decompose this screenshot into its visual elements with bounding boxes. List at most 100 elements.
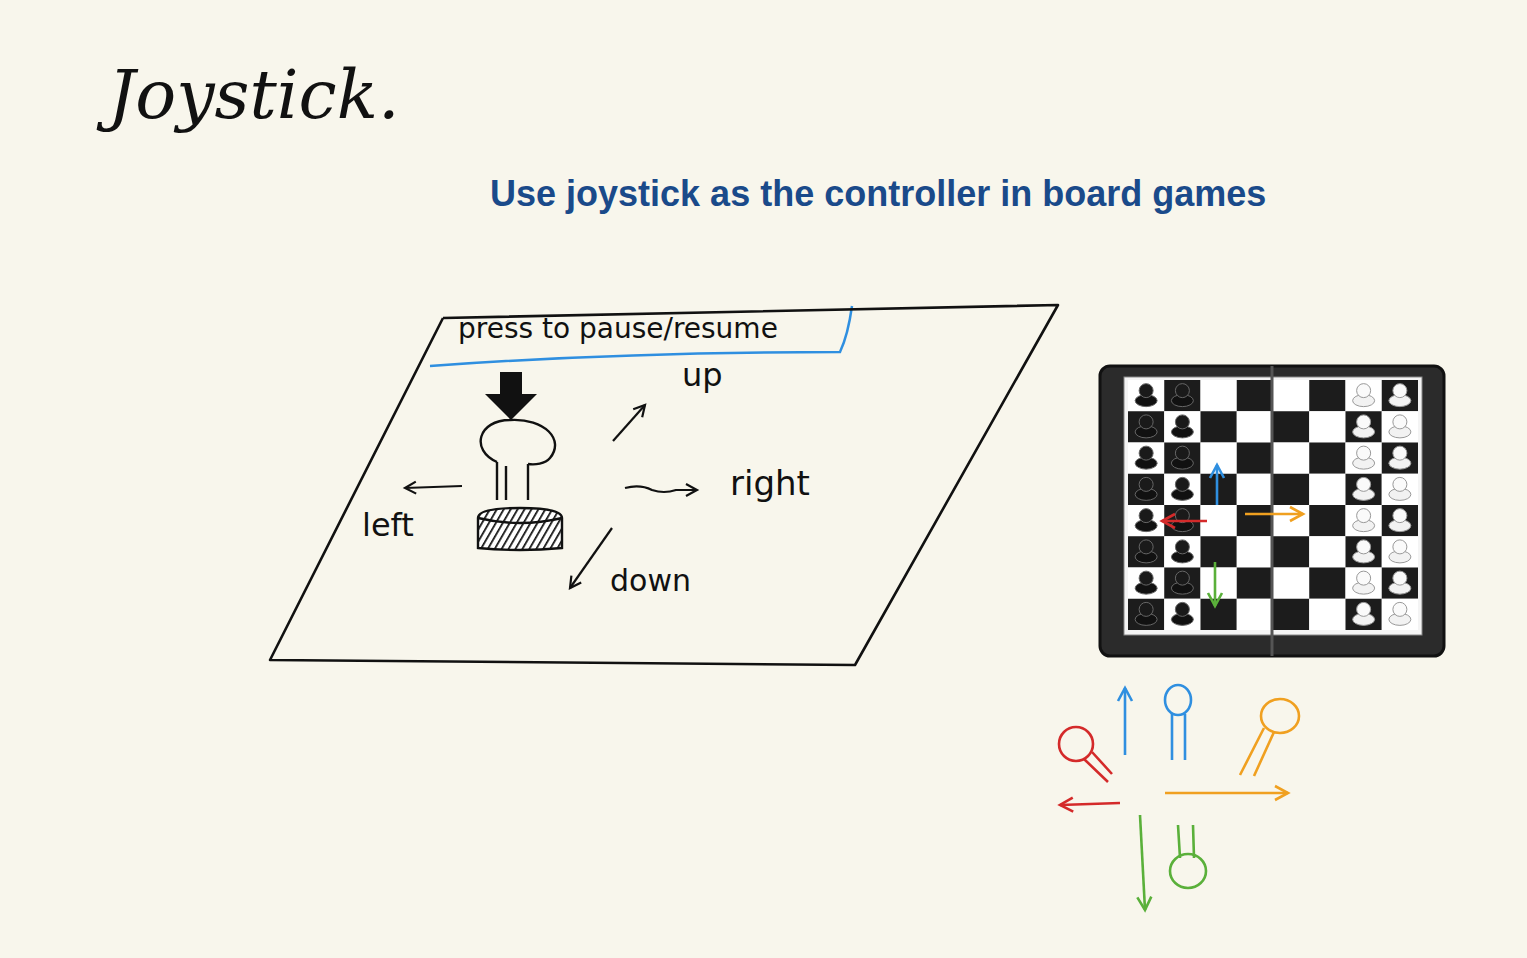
board-square [1201, 380, 1237, 411]
board-square [1273, 568, 1309, 599]
chess-piece [1353, 602, 1375, 625]
board-square [1382, 599, 1418, 630]
board-square [1273, 380, 1309, 411]
board-hinge [1271, 366, 1274, 656]
board-square [1382, 568, 1418, 599]
board-square [1128, 443, 1164, 474]
board-square [1382, 474, 1418, 505]
direction-label: up [682, 358, 723, 393]
direction-arrows [405, 405, 697, 588]
board-square [1346, 536, 1382, 567]
chess-piece [1171, 602, 1193, 625]
board-square [1346, 443, 1382, 474]
board-square [1273, 443, 1309, 474]
board-square [1382, 411, 1418, 442]
board-square [1237, 474, 1273, 505]
board-square [1237, 411, 1273, 442]
chess-piece [1135, 509, 1157, 532]
chess-piece [1353, 477, 1375, 500]
direction-label: left [362, 508, 414, 543]
chess-piece [1135, 415, 1157, 438]
board-square [1201, 474, 1237, 505]
subtitle: Use joystick as the controller in board … [490, 174, 1266, 214]
chess-piece [1135, 384, 1157, 407]
pad-outline [268, 300, 1063, 672]
chess-piece [1171, 384, 1193, 407]
chess-piece [1135, 477, 1157, 500]
board-square [1309, 505, 1345, 536]
chess-piece [1389, 415, 1411, 438]
board-square [1273, 599, 1309, 630]
chess-piece [1389, 602, 1411, 625]
board-square [1309, 443, 1345, 474]
board-square [1346, 599, 1382, 630]
board-arrows [1162, 465, 1303, 606]
board-square [1273, 505, 1309, 536]
chess-piece [1353, 384, 1375, 407]
board-square [1128, 568, 1164, 599]
chess-piece [1389, 571, 1411, 594]
board-square [1346, 568, 1382, 599]
board-square [1128, 536, 1164, 567]
chess-piece [1135, 540, 1157, 563]
board-square [1128, 474, 1164, 505]
board-square [1309, 568, 1345, 599]
underline [430, 306, 852, 366]
joystick-figure [478, 420, 562, 550]
board-square [1128, 599, 1164, 630]
board-square [1273, 474, 1309, 505]
board-square [1201, 568, 1237, 599]
chess-piece [1171, 415, 1193, 438]
direction-label: down [610, 564, 691, 597]
chess-piece [1171, 477, 1193, 500]
board-square [1164, 474, 1200, 505]
chess-piece [1171, 540, 1193, 563]
chess-piece [1389, 384, 1411, 407]
board-square [1164, 599, 1200, 630]
pause-note: press to pause/resume [458, 314, 778, 345]
board-square [1382, 536, 1418, 567]
joystick-pad: press to pause/resumeuprightleftdown [268, 300, 1063, 672]
press-arrow [485, 372, 537, 420]
chess-board [1100, 366, 1444, 656]
board-square [1309, 599, 1345, 630]
chess-piece [1389, 540, 1411, 563]
board-square [1201, 536, 1237, 567]
board-square [1382, 380, 1418, 411]
board-square [1128, 505, 1164, 536]
board-square [1164, 568, 1200, 599]
board-square [1201, 599, 1237, 630]
board-square [1237, 380, 1273, 411]
board-square [1237, 536, 1273, 567]
joystick-icons [1059, 685, 1299, 910]
chess-piece [1135, 571, 1157, 594]
board-square [1309, 536, 1345, 567]
board-square [1346, 380, 1382, 411]
board-square [1309, 474, 1345, 505]
chess-piece [1353, 571, 1375, 594]
board-square [1237, 443, 1273, 474]
chess-piece [1353, 446, 1375, 469]
board-square [1346, 474, 1382, 505]
chess-piece [1353, 415, 1375, 438]
board-square [1273, 536, 1309, 567]
board-square [1309, 411, 1345, 442]
title: Joystick. [108, 58, 400, 133]
board-square [1382, 505, 1418, 536]
board-square [1164, 536, 1200, 567]
board-square [1382, 443, 1418, 474]
chess-piece [1389, 509, 1411, 532]
board-square [1128, 380, 1164, 411]
chess-piece [1135, 446, 1157, 469]
board-square [1128, 411, 1164, 442]
chess-piece [1353, 509, 1375, 532]
board-square [1346, 505, 1382, 536]
board-square [1237, 568, 1273, 599]
board-square [1201, 443, 1237, 474]
board-square [1164, 443, 1200, 474]
chess-piece [1171, 571, 1193, 594]
board-square [1237, 599, 1273, 630]
chess-piece [1389, 446, 1411, 469]
board-square [1273, 411, 1309, 442]
chess-piece [1135, 602, 1157, 625]
